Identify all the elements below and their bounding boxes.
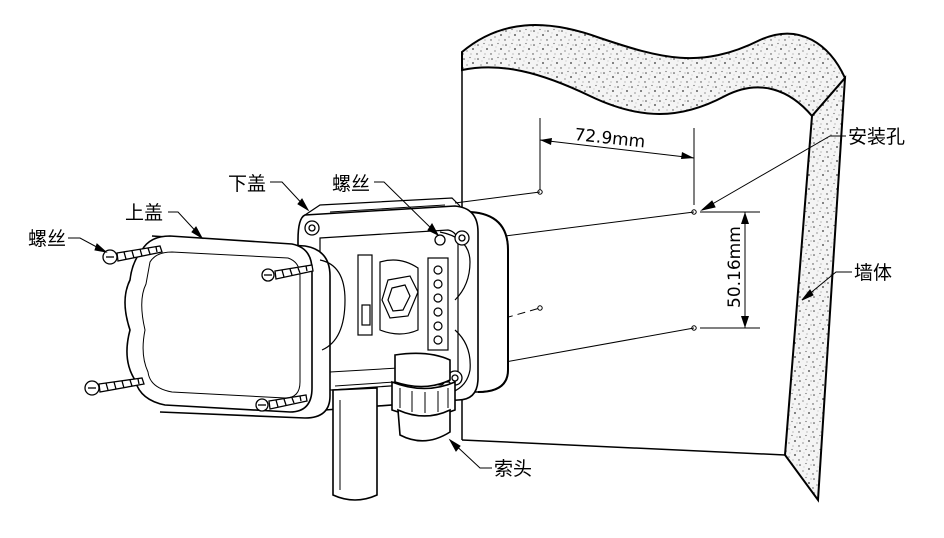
enclosure-internals [357,254,419,336]
cable-gland [391,352,456,442]
screw-bottom-left [84,377,145,396]
wall-front-bottom-edge [461,439,786,456]
label-bottom-cover: 下盖 [228,173,266,195]
label-cable-gland: 索头 [494,458,532,480]
label-top-cover: 上盖 [125,202,163,224]
mounting-holes [537,189,697,331]
dimension-vertical: 50.16mm [700,211,760,329]
label-mounting-hole: 安装孔 [848,126,905,148]
mounting-hole-bottom-left [537,305,543,311]
label-screw-right: 螺丝 [332,173,370,195]
cable-pipe [332,387,378,501]
screw-head-icon [434,234,446,246]
label-screw-left: 螺丝 [28,228,66,250]
screw-top-left [102,245,163,265]
top-cover [124,235,346,419]
enclosure-body [297,197,509,411]
screw-mid-bottom [255,394,308,412]
wall-top-surface [461,24,847,118]
vertical-dimension-text: 50.16mm [725,226,745,308]
horizontal-dimension-text: 72.9mm [573,125,646,152]
screw-mid-top [261,264,314,282]
labels: 螺丝 上盖 下盖 螺丝 安装孔 墙体 索头 [28,126,905,480]
label-wall: 墙体 [854,262,892,284]
dimension-horizontal: 72.9mm [539,118,695,205]
projection-lines [454,191,695,363]
terminal-block [427,257,449,351]
wall [461,24,847,503]
leader-lines [68,135,852,469]
